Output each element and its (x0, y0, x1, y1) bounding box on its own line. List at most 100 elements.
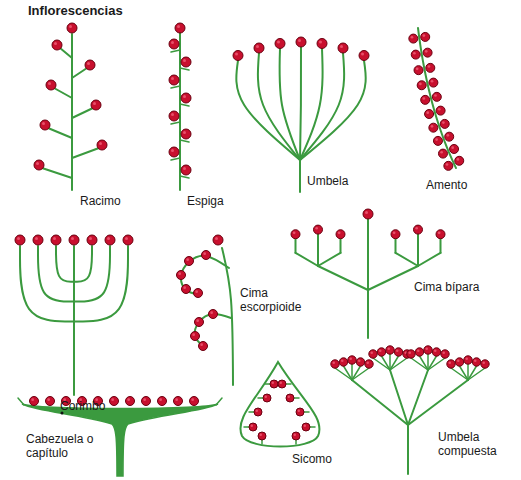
flower-dot (97, 140, 107, 150)
flower-highlight (411, 36, 414, 39)
flower-dot (317, 39, 327, 49)
flower-dot (126, 397, 135, 406)
flower-highlight (416, 67, 419, 70)
flower-dot (314, 225, 323, 234)
flower-highlight (413, 52, 416, 55)
flower-highlight (442, 351, 445, 354)
stem-line (317, 234, 319, 266)
flower-highlight (358, 359, 361, 362)
flower-dot (87, 235, 97, 245)
flower-dot (433, 136, 442, 145)
flower-dot (270, 380, 278, 388)
stem-line (216, 398, 222, 405)
flower-dot (455, 156, 464, 165)
flower-highlight (446, 163, 449, 166)
stem-line (428, 358, 445, 370)
flower-dot (425, 110, 434, 119)
flower-highlight (196, 319, 199, 322)
flower-highlight (183, 131, 186, 134)
flower-dot (169, 39, 179, 49)
stem-line (351, 364, 353, 380)
flower-highlight (192, 333, 195, 336)
stem-line (56, 246, 74, 282)
flower-dot (481, 360, 489, 368)
flower-dot (182, 285, 191, 294)
flower-dot (233, 51, 243, 61)
flower-dot (336, 230, 345, 239)
flower-dot (359, 51, 369, 61)
flower-dot (52, 40, 62, 50)
stem-line (318, 266, 368, 290)
flower-highlight (183, 167, 186, 170)
flower-highlight (396, 349, 399, 352)
flower-dot (199, 342, 208, 351)
flower-dot (450, 144, 459, 153)
flower-dot (394, 348, 402, 356)
flower-dot (356, 358, 364, 366)
part-label: Amento (426, 178, 467, 192)
stem-line (418, 253, 441, 266)
stem-line (72, 148, 99, 158)
flower-dot (195, 318, 204, 327)
flower-highlight (195, 290, 198, 293)
flower-dot (181, 129, 191, 139)
flower-highlight (53, 237, 56, 240)
flower-dot (421, 32, 430, 41)
stem-line (300, 47, 301, 160)
flower-highlight (417, 349, 420, 352)
flower-highlight (200, 343, 203, 346)
flower-highlight (423, 34, 426, 37)
flower-dot (339, 358, 347, 366)
flower-dot (438, 149, 447, 158)
flower-highlight (379, 349, 382, 352)
flower-dot (191, 332, 200, 341)
flower-highlight (349, 357, 352, 360)
flower-dot (142, 397, 151, 406)
flower-highlight (17, 237, 20, 240)
flower-highlight (260, 434, 262, 436)
flower-highlight (361, 53, 364, 56)
flower-highlight (425, 50, 428, 53)
flower-dot (175, 23, 185, 33)
stem-line (179, 32, 181, 190)
flower-dot (123, 235, 133, 245)
flower-dot (213, 235, 223, 245)
flower-highlight (99, 142, 102, 145)
flower-dot (202, 251, 211, 260)
flower-dot (30, 397, 39, 406)
flower-highlight (435, 138, 438, 141)
flower-highlight (431, 125, 434, 128)
flower-dot (409, 34, 418, 43)
flower-highlight (171, 77, 174, 80)
flowers (15, 23, 489, 440)
flower-highlight (438, 232, 441, 235)
stem-line (408, 380, 468, 425)
stem-line (318, 253, 341, 266)
flower-highlight (451, 146, 454, 149)
stem-line (60, 48, 72, 58)
part-label: Corimbo (60, 399, 105, 413)
stem-line (396, 253, 419, 266)
flower-highlight (87, 62, 90, 65)
stem-line (171, 86, 180, 88)
flower-dot (169, 75, 179, 85)
flower-highlight (393, 232, 396, 235)
flower-highlight (71, 237, 74, 240)
flower-dot (441, 350, 449, 358)
stem-line (54, 88, 72, 98)
flower-highlight (434, 94, 437, 97)
flower-dot (69, 235, 79, 245)
flower-highlight (175, 398, 178, 401)
flower-highlight (177, 25, 180, 28)
flower-highlight (415, 227, 418, 230)
flower-dot (292, 432, 300, 440)
stem-line (300, 53, 344, 160)
flower-dot (46, 80, 56, 90)
flower-dot (169, 147, 179, 157)
flower-dot (363, 209, 373, 219)
stem-line (180, 140, 189, 142)
flower-dot (254, 408, 262, 416)
flower-dot (249, 423, 257, 431)
stem-line (440, 238, 442, 253)
stem-line (48, 128, 72, 138)
